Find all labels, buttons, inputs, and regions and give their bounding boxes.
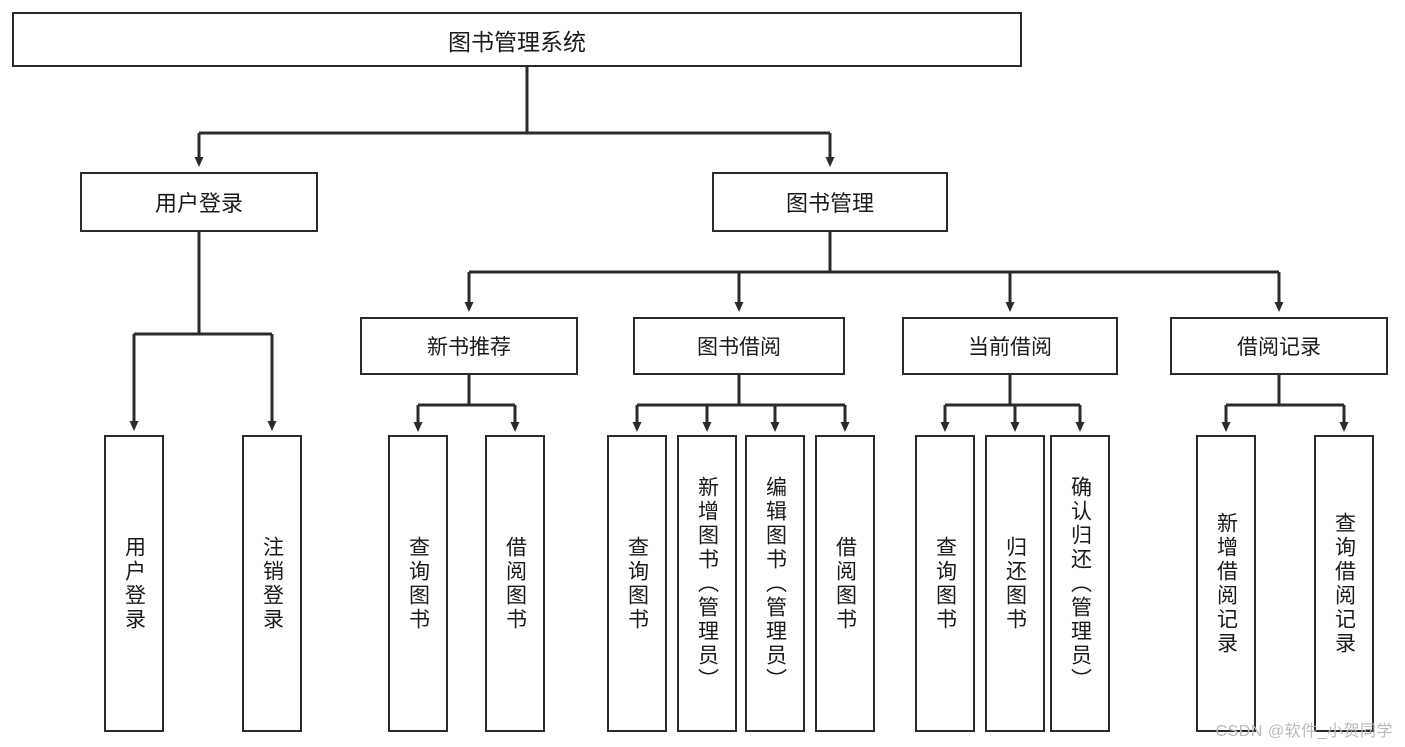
node-leaf-borrow-book-2[interactable]: 借阅图书 bbox=[815, 435, 875, 732]
node-book-borrow[interactable]: 图书借阅 bbox=[633, 317, 845, 375]
node-leaf-user-login[interactable]: 用户登录 bbox=[104, 435, 164, 732]
node-leaf-query-record-label: 查询借阅记录 bbox=[1332, 511, 1356, 656]
node-leaf-logout-label: 注销登录 bbox=[260, 535, 284, 632]
node-current-borrow[interactable]: 当前借阅 bbox=[902, 317, 1118, 375]
node-leaf-add-book-label: 新增图书（管理员） bbox=[695, 475, 719, 692]
node-current-borrow-label: 当前借阅 bbox=[968, 336, 1052, 359]
node-leaf-query-book-2-label: 查询图书 bbox=[625, 535, 649, 632]
node-leaf-return-book-label: 归还图书 bbox=[1003, 535, 1027, 632]
node-leaf-return-book[interactable]: 归还图书 bbox=[985, 435, 1045, 732]
node-leaf-add-record[interactable]: 新增借阅记录 bbox=[1196, 435, 1256, 732]
node-borrow-record-label: 借阅记录 bbox=[1237, 336, 1321, 359]
node-root[interactable]: 图书管理系统 bbox=[12, 12, 1022, 67]
node-user-login-label: 用户登录 bbox=[154, 191, 243, 216]
node-leaf-query-book-1[interactable]: 查询图书 bbox=[388, 435, 448, 732]
node-leaf-borrow-book-1[interactable]: 借阅图书 bbox=[485, 435, 545, 732]
node-leaf-query-book-3-label: 查询图书 bbox=[933, 535, 957, 632]
node-leaf-add-book[interactable]: 新增图书（管理员） bbox=[677, 435, 737, 732]
node-leaf-borrow-book-1-label: 借阅图书 bbox=[503, 535, 527, 632]
node-root-label: 图书管理系统 bbox=[448, 28, 586, 55]
node-leaf-query-record[interactable]: 查询借阅记录 bbox=[1314, 435, 1374, 732]
node-leaf-add-record-label: 新增借阅记录 bbox=[1214, 511, 1238, 656]
node-book-borrow-label: 图书借阅 bbox=[697, 336, 781, 359]
node-leaf-confirm-return-label: 确认归还（管理员） bbox=[1068, 475, 1092, 692]
node-new-book-recommend-label: 新书推荐 bbox=[427, 336, 511, 359]
node-leaf-edit-book[interactable]: 编辑图书（管理员） bbox=[745, 435, 805, 732]
node-book-manage-label: 图书管理 bbox=[785, 191, 874, 216]
node-leaf-logout[interactable]: 注销登录 bbox=[242, 435, 302, 732]
node-leaf-confirm-return[interactable]: 确认归还（管理员） bbox=[1050, 435, 1110, 732]
node-book-manage[interactable]: 图书管理 bbox=[712, 172, 948, 232]
node-leaf-borrow-book-2-label: 借阅图书 bbox=[833, 535, 857, 632]
node-leaf-query-book-1-label: 查询图书 bbox=[406, 535, 430, 632]
node-leaf-query-book-2[interactable]: 查询图书 bbox=[607, 435, 667, 732]
node-user-login[interactable]: 用户登录 bbox=[80, 172, 318, 232]
node-new-book-recommend[interactable]: 新书推荐 bbox=[360, 317, 578, 375]
node-leaf-user-login-label: 用户登录 bbox=[122, 535, 146, 632]
node-borrow-record[interactable]: 借阅记录 bbox=[1170, 317, 1388, 375]
node-leaf-edit-book-label: 编辑图书（管理员） bbox=[763, 475, 787, 692]
node-leaf-query-book-3[interactable]: 查询图书 bbox=[915, 435, 975, 732]
